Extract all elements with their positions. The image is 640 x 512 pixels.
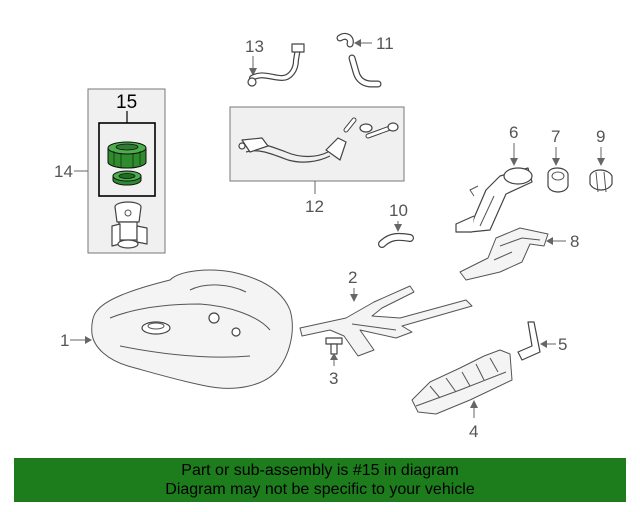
arrow-4 (470, 400, 478, 408)
banner-line-2: Diagram may not be specific to your vehi… (165, 481, 475, 498)
strap-bracket-2[interactable] (299, 285, 473, 357)
banner-line-1: Part or sub-assembly is #15 in diagram (181, 462, 459, 479)
callout-15: 15 (116, 92, 137, 113)
fuel-pump-assembly[interactable] (111, 201, 148, 249)
heat-shield-4[interactable] (411, 349, 513, 415)
arrow-3 (330, 353, 338, 360)
callout-6: 6 (509, 123, 518, 142)
filler-neck-6[interactable] (455, 167, 533, 233)
arrow-9 (597, 158, 605, 166)
arrow-7 (552, 158, 560, 166)
arrow-11 (354, 39, 361, 47)
callout-14: 14 (54, 162, 73, 181)
arrow-8 (546, 237, 553, 245)
callout-12: 12 (305, 197, 324, 216)
callout-3: 3 (329, 369, 338, 388)
arrow-5 (540, 340, 547, 348)
callout-5: 5 (558, 335, 567, 354)
grommet-7[interactable] (547, 167, 569, 193)
seal-ring-15[interactable] (112, 170, 142, 186)
info-banner: Part or sub-assembly is #15 in diagram D… (14, 458, 626, 502)
arrow-1 (85, 336, 92, 344)
callout-4: 4 (469, 422, 478, 441)
fuel-pump-cap-15[interactable] (107, 141, 147, 169)
callout-13: 13 (245, 37, 264, 56)
filler-cap-9[interactable] (589, 169, 613, 193)
arrow-2 (350, 294, 358, 302)
callout-8: 8 (570, 232, 579, 251)
heat-shield-8[interactable] (459, 227, 549, 281)
bolt-3[interactable] (325, 337, 343, 355)
clip-5[interactable] (517, 321, 541, 361)
fuel-line-13[interactable] (247, 43, 305, 87)
hose-10[interactable] (378, 232, 414, 248)
callout-2: 2 (348, 268, 357, 287)
callout-7: 7 (551, 127, 560, 146)
arrow-6 (510, 158, 518, 166)
callout-1: 1 (60, 331, 69, 350)
callout-11: 11 (376, 34, 394, 53)
callout-10: 10 (389, 201, 408, 220)
arrow-10 (394, 224, 402, 232)
vapor-line-assembly-12[interactable] (238, 117, 399, 163)
fuel-tank-1[interactable] (91, 269, 293, 389)
callout-9: 9 (596, 127, 605, 146)
arrow-13 (249, 68, 257, 76)
hose-11[interactable] (336, 32, 382, 88)
